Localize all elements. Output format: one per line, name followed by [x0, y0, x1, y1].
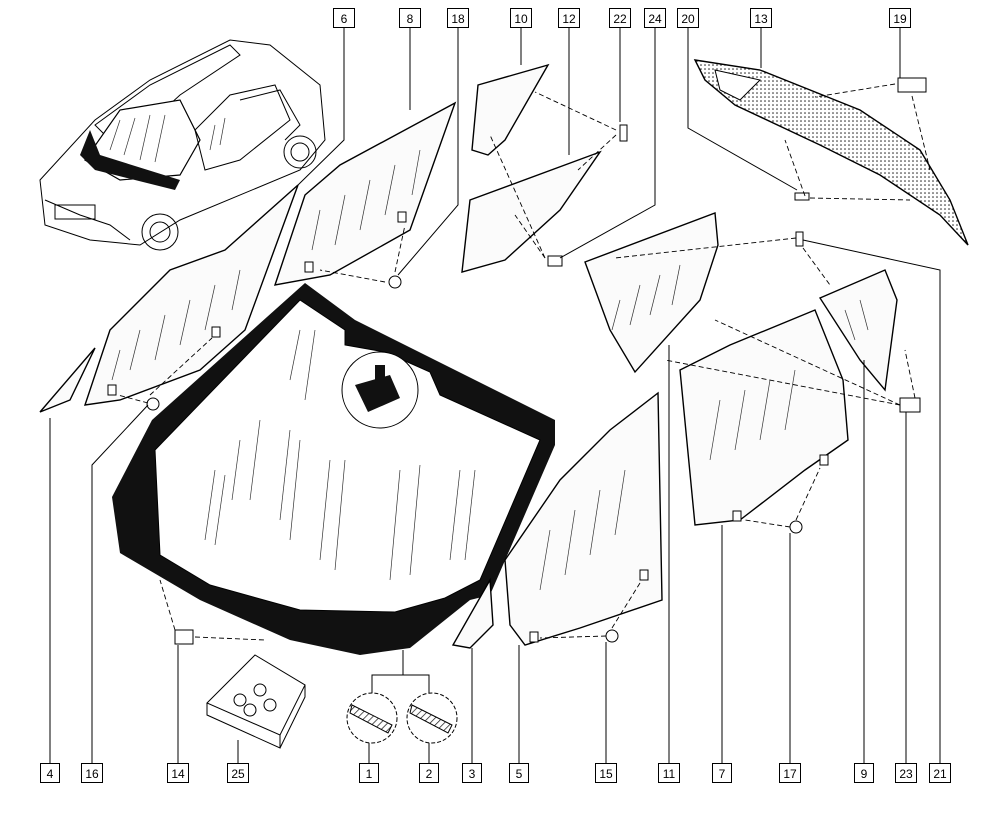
leader-lines: [49, 28, 941, 763]
front-left-quarter-glass: [39, 347, 96, 413]
callout-19: 19: [889, 8, 911, 28]
callout-23: 23: [895, 763, 917, 783]
seal-detail-2: [406, 692, 458, 744]
callout-18: 18: [447, 8, 469, 28]
callout-20: 20: [677, 8, 699, 28]
callout-2: 2: [419, 763, 439, 783]
callout-4: 4: [40, 763, 60, 783]
rear-left-door-glass: [273, 101, 457, 286]
callout-17: 17: [779, 763, 801, 783]
callout-10: 10: [510, 8, 532, 28]
callout-16: 16: [81, 763, 103, 783]
car-illustration: [39, 39, 326, 251]
clip-19: [897, 77, 927, 93]
rear-right-quarter-glass-11: [584, 212, 719, 374]
callout-5: 5: [509, 763, 529, 783]
clip-21: [795, 231, 804, 247]
fixing-clip-15: [605, 629, 619, 643]
rear-screen: [693, 59, 969, 246]
callout-22: 22: [609, 8, 631, 28]
fixing-clip-16: [146, 397, 160, 411]
callout-3: 3: [462, 763, 482, 783]
callout-9: 9: [854, 763, 874, 783]
callout-24: 24: [644, 8, 666, 28]
seal-detail-1: [346, 692, 398, 744]
callout-11: 11: [658, 763, 680, 783]
front-right-quarter-glass-3: [451, 577, 494, 649]
fixing-clip-18: [388, 275, 402, 289]
clip-23: [899, 397, 921, 413]
pad-14: [174, 629, 194, 645]
callout-25: 25: [227, 763, 249, 783]
callout-7: 7: [712, 763, 732, 783]
callout-15: 15: [595, 763, 617, 783]
clip-20: [794, 192, 810, 201]
windscreen: [112, 283, 555, 655]
repair-kit-box-25: [206, 654, 306, 749]
callout-12: 12: [558, 8, 580, 28]
rear-right-fixed-glass-9: [818, 269, 898, 392]
callout-6: 6: [333, 8, 355, 28]
clip-22: [619, 124, 628, 142]
front-right-door-glass-5: [504, 391, 663, 646]
rear-quarter-glass-12: [461, 150, 602, 273]
assembly-arrows: [117, 83, 931, 641]
callout-14: 14: [167, 763, 189, 783]
rear-quarter-glass-10: [471, 63, 550, 156]
callout-8: 8: [399, 8, 421, 28]
callout-13: 13: [750, 8, 772, 28]
clip-24: [547, 255, 563, 267]
callout-1: 1: [359, 763, 379, 783]
callout-21: 21: [929, 763, 951, 783]
fixing-clip-17: [789, 520, 803, 534]
